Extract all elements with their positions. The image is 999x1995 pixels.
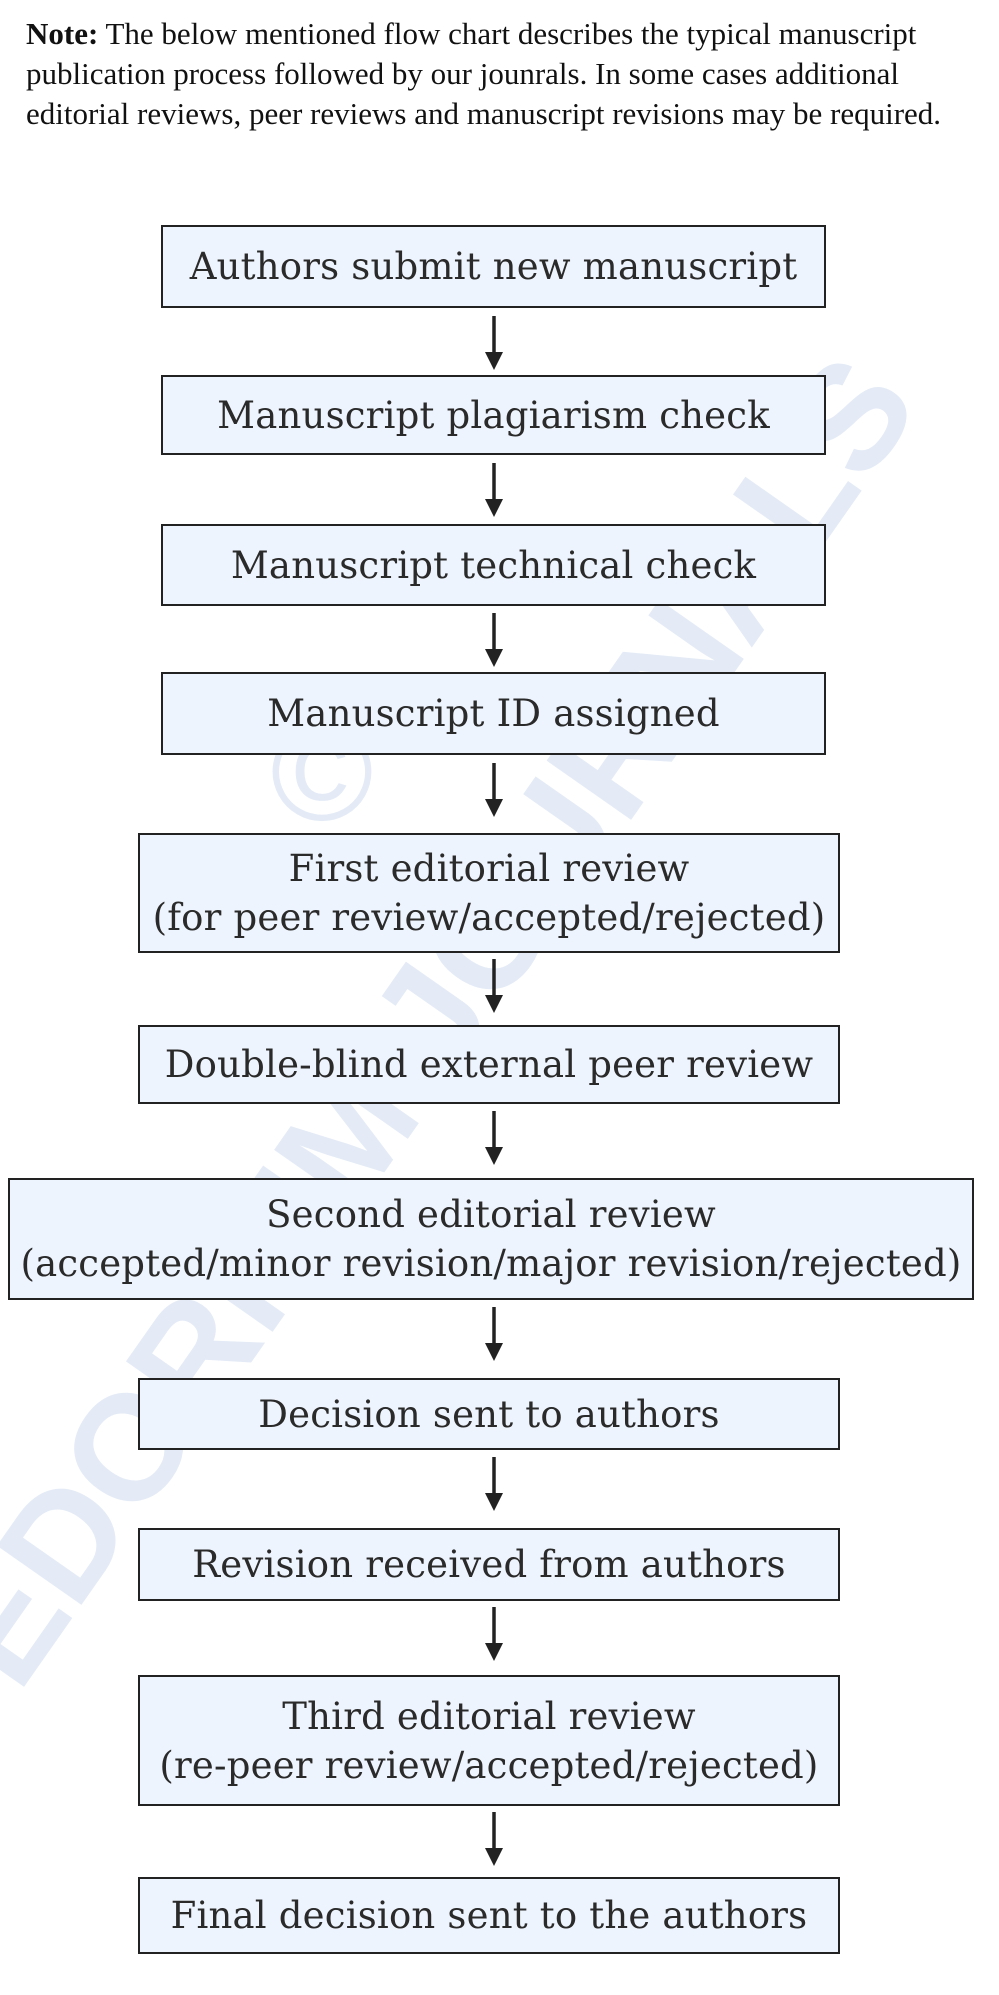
step-id-assigned: Manuscript ID assigned [161,672,826,755]
note-paragraph: Note: The below mentioned flow chart des… [26,14,966,134]
step-plagiarism-check-label: Manuscript plagiarism check [217,393,770,437]
step-third-editorial-review-options: (re-peer review/accepted/rejected) [159,1743,819,1787]
step-decision-sent: Decision sent to authors [138,1378,840,1450]
arrow-down-icon [479,1457,509,1513]
step-first-editorial-review-title: First editorial review [288,847,690,890]
step-technical-check: Manuscript technical check [161,524,826,606]
step-authors-submit-label: Authors submit new manuscript [189,245,798,288]
step-second-editorial-review-options: (accepted/minor revision/major revision/… [20,1242,962,1285]
step-decision-sent-label: Decision sent to authors [258,1392,720,1436]
step-second-editorial-review-title: Second editorial review [266,1193,716,1236]
step-final-decision-label: Final decision sent to the authors [170,1894,808,1937]
arrow-down-icon [479,1607,509,1663]
step-third-editorial-review-title: Third editorial review [282,1694,696,1738]
step-id-assigned-label: Manuscript ID assigned [267,692,720,735]
step-peer-review: Double-blind external peer review [138,1025,840,1104]
arrow-down-icon [479,1307,509,1363]
note-label: Note: [26,16,99,51]
arrow-down-icon [479,316,509,372]
note-text: The below mentioned flow chart describes… [26,16,942,131]
step-peer-review-label: Double-blind external peer review [164,1043,814,1086]
step-revision-received-label: Revision received from authors [192,1543,786,1586]
arrow-down-icon [479,613,509,669]
step-authors-submit: Authors submit new manuscript [161,225,826,308]
arrow-down-icon [479,463,509,519]
step-technical-check-label: Manuscript technical check [230,543,757,587]
step-plagiarism-check: Manuscript plagiarism check [161,375,826,455]
arrow-down-icon [479,959,509,1015]
step-second-editorial-review: Second editorial review (accepted/minor … [8,1178,974,1300]
arrow-down-icon [479,763,509,819]
arrow-down-icon [479,1111,509,1167]
arrow-down-icon [479,1812,509,1868]
step-revision-received: Revision received from authors [138,1528,840,1601]
step-first-editorial-review-options: (for peer review/accepted/rejected) [152,896,826,939]
step-final-decision: Final decision sent to the authors [138,1877,840,1954]
step-third-editorial-review: Third editorial review (re-peer review/a… [138,1675,840,1806]
step-first-editorial-review: First editorial review (for peer review/… [138,833,840,953]
